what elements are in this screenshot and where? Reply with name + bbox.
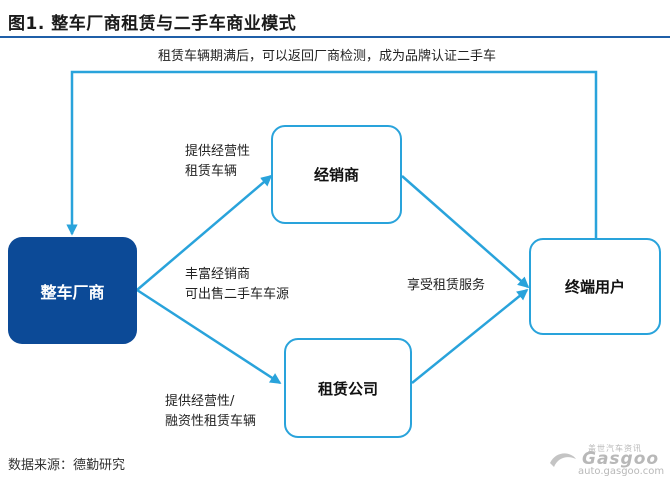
loop-label: 租赁车辆期满后，可以返回厂商检测，成为品牌认证二手车 [158,49,497,64]
node-manufacturer: 整车厂商 [8,237,137,344]
label-to-user: 享受租赁服务 [407,278,486,293]
return-loop-arrow [66,70,598,238]
label-to-leasing-line-2: 融资性租赁车辆 [165,414,257,429]
dealer-to-user-arrow [401,175,530,289]
label-to-leasing-line-1: 提供经营性/ [165,394,235,409]
label-middle: 丰富经销商 可出售二手车车源 [185,265,289,305]
label-to-dealer-line-2: 租赁车辆 [185,164,238,179]
node-end-user: 终端用户 [529,238,661,335]
leasing-to-user-arrow [411,288,529,384]
watermark: 盖世汽车资讯 Gasgoo auto.gasgoo.com [548,443,666,477]
figure-title: 图1. 整车厂商租赁与二手车商业模式 [8,14,297,34]
watermark-small-text: 盖世汽车资讯 [588,444,642,453]
label-to-dealer-line-1: 提供经营性 [185,144,251,159]
watermark-url: auto.gasgoo.com [578,466,665,477]
node-dealer: 经销商 [271,125,402,224]
label-to-leasing: 提供经营性/ 融资性租赁车辆 [165,392,256,432]
label-middle-line-2: 可出售二手车车源 [185,287,290,302]
manufacturer-to-dealer-arrow [136,174,273,291]
manufacturer-to-leasing-arrow [136,288,282,385]
watermark-swirl-icon [550,453,576,467]
node-leasing-company: 租赁公司 [284,338,412,438]
source-note: 数据来源：德勤研究 [8,458,126,473]
watermark-logo: Gasgoo [582,449,660,469]
label-middle-line-1: 丰富经销商 [185,267,251,282]
title-divider [0,36,670,38]
label-to-dealer: 提供经营性 租赁车辆 [185,142,250,182]
